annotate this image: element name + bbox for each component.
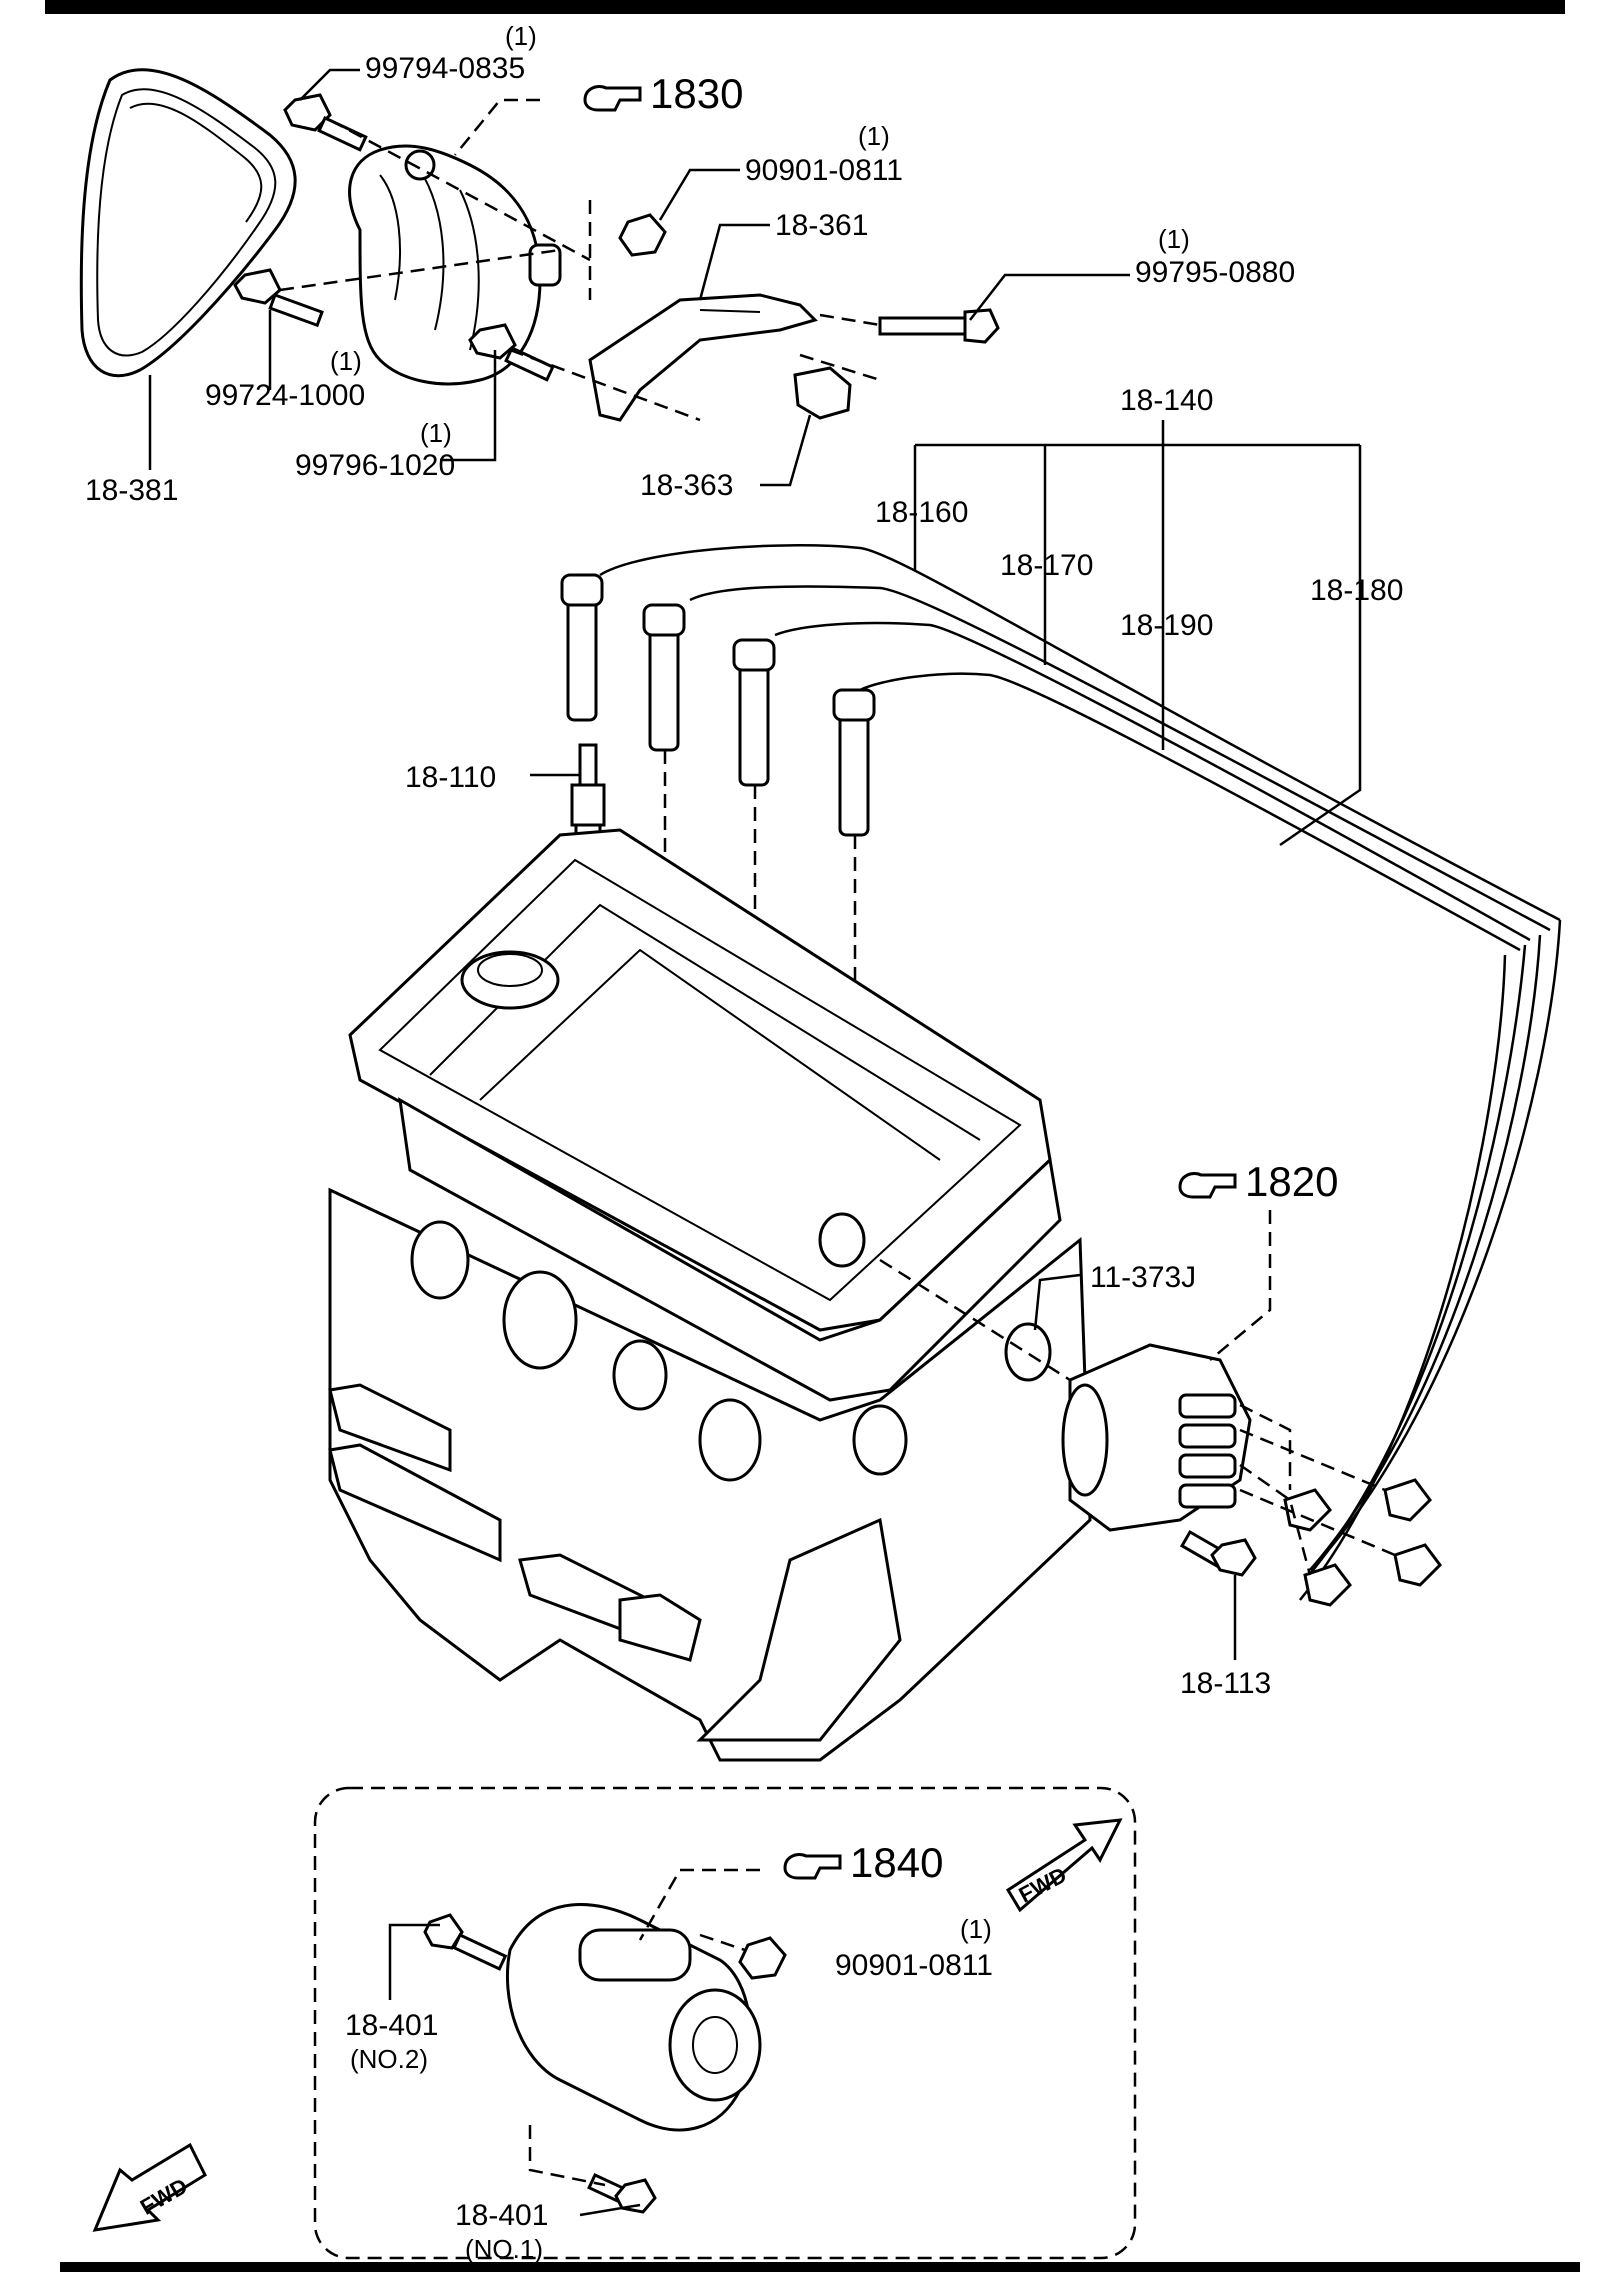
label-18-361: 18-361: [775, 209, 868, 242]
qty-90901-top: (1): [858, 121, 890, 151]
qty-90901-starter: (1): [960, 1914, 992, 1944]
label-18-170: 18-170: [1000, 549, 1093, 582]
label-99795-0880: 99795-0880: [1135, 256, 1295, 289]
label-18-401-no2: 18-401: [345, 2009, 438, 2042]
nut-90901-0811: [618, 213, 667, 257]
cable-group-bracket: [913, 420, 1362, 847]
bottom-border-bar: [60, 2262, 1580, 2272]
qty-99724: (1): [330, 346, 362, 376]
pointer-icon-1830: [583, 85, 642, 112]
plug-boot-1: [560, 573, 604, 722]
qty-99795: (1): [1158, 224, 1190, 254]
engine-block: [328, 828, 1092, 1762]
ref-1820: 1820: [1245, 1158, 1338, 1205]
label-18-160: 18-160: [875, 496, 968, 529]
plug-boot-3: [732, 638, 776, 787]
label-90901-0811-top: 90901-0811: [745, 154, 903, 187]
label-11-373j: 11-373J: [1090, 1261, 1196, 1294]
plug-boot-4: [832, 688, 876, 837]
cable-terminals: [1283, 1478, 1442, 1607]
distributor: [1061, 1343, 1252, 1532]
label-99794-0835: 99794-0835: [365, 52, 525, 85]
nut-90901-0811-starter: [738, 1936, 787, 1980]
label-99796-1020: 99796-1020: [295, 449, 455, 482]
bolt-18-401-no1: [587, 2173, 657, 2214]
fwd-arrow-bottom: FWD: [92, 2142, 207, 2232]
top-border-bar: [45, 0, 1565, 14]
fwd-arrow-starter: FWD: [1005, 1818, 1123, 1913]
label-18-363: 18-363: [640, 469, 733, 502]
bolt-99795-0880: [878, 308, 1000, 344]
ref-1840: 1840: [850, 1839, 943, 1886]
pointer-icon-1840: [783, 1853, 842, 1880]
note-18-401-no1: (NO.1): [465, 2234, 543, 2264]
label-99724-1000: 99724-1000: [205, 379, 365, 412]
label-18-401-no1: 18-401: [455, 2199, 548, 2232]
bracket-18-361: [588, 293, 818, 422]
bolt-18-113: [1179, 1529, 1257, 1577]
bolt-99796-1020: [468, 323, 555, 382]
o-ring-11-373j: [1004, 1322, 1052, 1382]
ref-1830: 1830: [650, 70, 743, 117]
plug-boot-2: [642, 603, 686, 752]
note-18-401-no2: (NO.2): [350, 2044, 428, 2074]
pointer-icon-1820: [1178, 1172, 1237, 1199]
bolt-99724-1000: [233, 268, 324, 328]
ignition-cables: [599, 544, 1562, 1601]
label-18-381: 18-381: [85, 474, 178, 507]
label-18-140: 18-140: [1120, 384, 1213, 417]
bolt-99794-0835: [283, 93, 368, 152]
qty-99796: (1): [420, 418, 452, 448]
drive-belt: [79, 68, 297, 378]
label-18-180: 18-180: [1310, 574, 1403, 607]
label-18-113: 18-113: [1180, 1667, 1271, 1700]
qty-99794: (1): [505, 21, 537, 51]
label-90901-0811-starter: 90901-0811: [835, 1949, 993, 1982]
bolt-18-401-no2: [423, 1913, 508, 1971]
label-18-190: 18-190: [1120, 609, 1213, 642]
label-18-110: 18-110: [405, 761, 496, 794]
starter-motor: [505, 1903, 762, 2132]
starter-inset-box: [313, 1786, 1137, 2260]
clamp-18-363: [793, 366, 852, 420]
